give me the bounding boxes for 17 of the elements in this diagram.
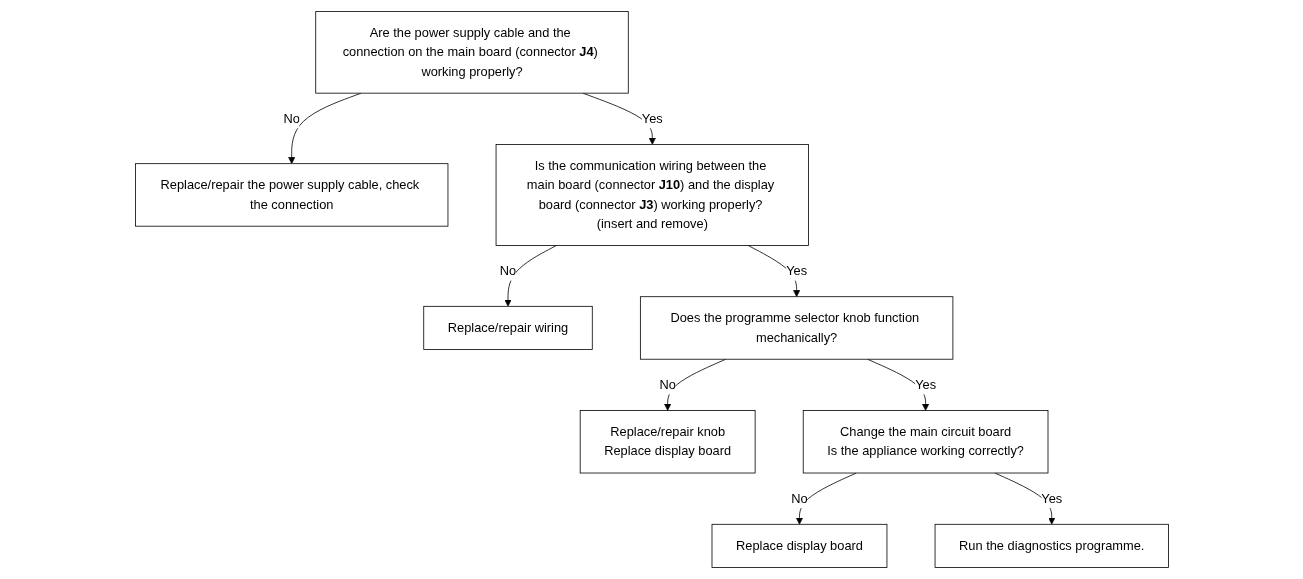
- node-box: Replace/repair knob Replace display board: [579, 410, 756, 474]
- edge-label: Yes: [1040, 491, 1062, 506]
- node-box: Is the communication wiring between the main board (connector J10) and the display board (connector J3) working properly? (insert and remove): [495, 144, 809, 246]
- edge-label: No: [790, 491, 808, 506]
- node-box: Does the programme selector knob function mechanically?: [639, 296, 953, 360]
- edge-label: No: [499, 263, 516, 278]
- node-box: Run the diagnostics programme.: [934, 523, 1169, 568]
- node-box: Are the power supply cable and the connection on the main board (connector J4) working properly?: [314, 11, 629, 94]
- node-box: Replace/repair the power supply cable, check the connection: [134, 163, 448, 227]
- edge-label: Yes: [641, 111, 663, 126]
- edge-label: Yes: [914, 377, 936, 392]
- edge-label: No: [659, 377, 676, 392]
- edge-label: Yes: [785, 263, 807, 278]
- edge-label: No: [283, 111, 300, 126]
- node-box: Change the main circuit board Is the appliance working correctly?: [802, 410, 1048, 474]
- node-box: Replace/repair wiring: [422, 305, 593, 350]
- node-box: Replace display board: [711, 523, 887, 568]
